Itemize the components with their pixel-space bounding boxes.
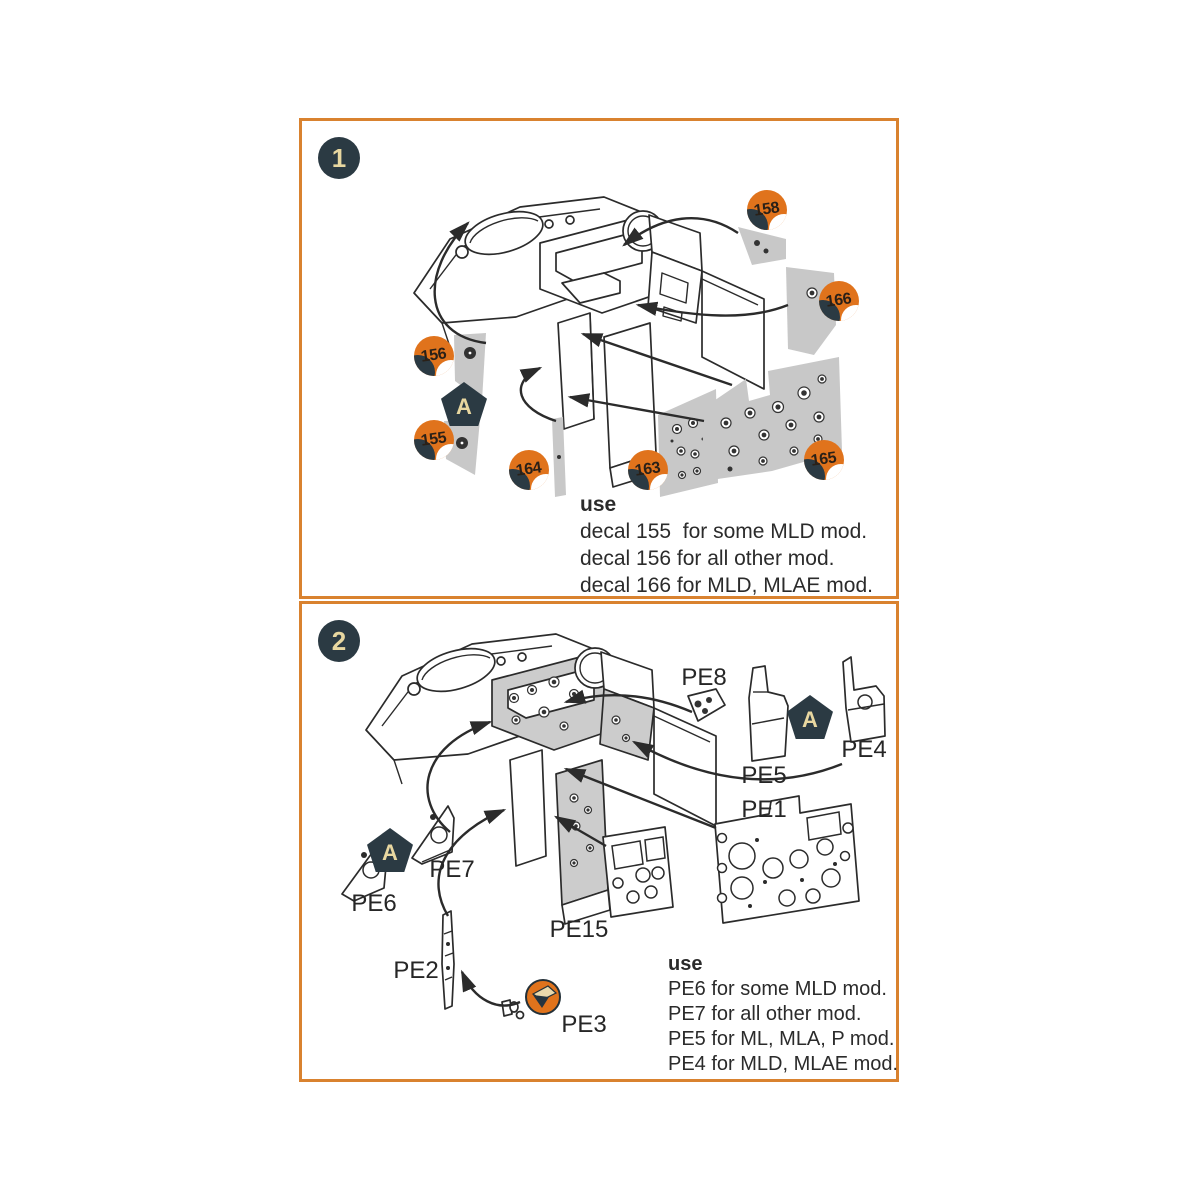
pe1-label: PE1 xyxy=(741,796,787,823)
use-line: PE6 for some MLD mod. xyxy=(668,978,887,1000)
pe2-label: PE2 xyxy=(393,957,439,984)
step-number: 1 xyxy=(331,142,347,173)
decal-165-dials xyxy=(720,374,827,472)
step-number: 2 xyxy=(331,625,347,656)
step-number-badge: 1 xyxy=(318,137,360,179)
use-legend: use decal 155 for some MLD mod. decal 15… xyxy=(580,491,873,599)
decal-number: 164 xyxy=(515,459,543,480)
pe8-label: PE8 xyxy=(681,664,727,691)
pe5-label: PE5 xyxy=(741,762,787,789)
decal-number: 166 xyxy=(825,290,853,311)
use-line: PE5 for ML, MLA, P mod. xyxy=(668,1028,895,1050)
step-2-panel: 2 PE8 PE5 PE4 PE1 PE15 PE7 PE6 PE2 PE3 A… xyxy=(299,601,899,1082)
pe1-piece xyxy=(714,795,860,924)
use-heading: use xyxy=(580,493,617,516)
use-line: PE7 for all other mod. xyxy=(668,1003,862,1025)
variant-letter: A xyxy=(456,393,472,419)
pe7-label: PE7 xyxy=(429,856,475,883)
assembly-arrows xyxy=(433,216,789,423)
pe3-label: PE3 xyxy=(561,1011,607,1038)
use-line: decal 155 for some MLD mod. xyxy=(580,520,868,543)
cockpit-tub-drawing xyxy=(365,633,717,925)
decal-sheet-158 xyxy=(738,227,786,265)
step-1-panel: 1 158 166 156 155 164 163 165 A use deca… xyxy=(299,118,899,599)
pe-overlay-dials xyxy=(508,676,631,868)
decal-badge-166: 166 xyxy=(819,281,859,321)
use-line: decal 156 for all other mod. xyxy=(580,547,835,570)
pe8-piece xyxy=(687,688,726,722)
decal-number: 163 xyxy=(634,459,662,480)
pe4-piece xyxy=(842,656,886,743)
variant-letter: A xyxy=(802,706,818,732)
pe15-piece xyxy=(602,826,674,918)
pe2-piece xyxy=(441,910,455,1010)
step-number-badge: 2 xyxy=(318,620,360,662)
pe4-label: PE4 xyxy=(841,736,887,763)
decal-badge-156: 156 xyxy=(414,336,454,376)
pe5-piece xyxy=(748,665,789,762)
decal-badge-165: 165 xyxy=(804,440,844,480)
decal-badge-163: 163 xyxy=(628,450,668,490)
decal-number: 165 xyxy=(810,449,838,470)
variant-letter: A xyxy=(382,839,398,865)
decal-sheet-164 xyxy=(552,417,566,497)
decal-number: 155 xyxy=(420,429,448,450)
pe3-glue-marker xyxy=(501,979,561,1020)
use-line: decal 166 for MLD, MLAE mod. xyxy=(580,574,873,597)
decal-badge-155: 155 xyxy=(414,420,454,460)
decal-number: 156 xyxy=(420,345,448,366)
decal-badge-164: 164 xyxy=(509,450,549,490)
decal-number: 158 xyxy=(753,199,781,220)
panel2-illustration xyxy=(341,633,886,1020)
decal-163-dials xyxy=(670,417,705,480)
assembly-arrows xyxy=(426,689,843,1007)
use-heading: use xyxy=(668,953,703,975)
pe7-piece xyxy=(411,805,455,865)
variant-a-marker: A xyxy=(787,695,833,739)
pe6-label: PE6 xyxy=(351,890,397,917)
use-legend: use PE6 for some MLD mod. PE7 for all ot… xyxy=(668,952,898,1077)
decal-badge-158: 158 xyxy=(747,190,787,230)
pe15-label: PE15 xyxy=(549,916,609,943)
use-line: PE4 for MLD, MLAE mod. xyxy=(668,1053,899,1075)
